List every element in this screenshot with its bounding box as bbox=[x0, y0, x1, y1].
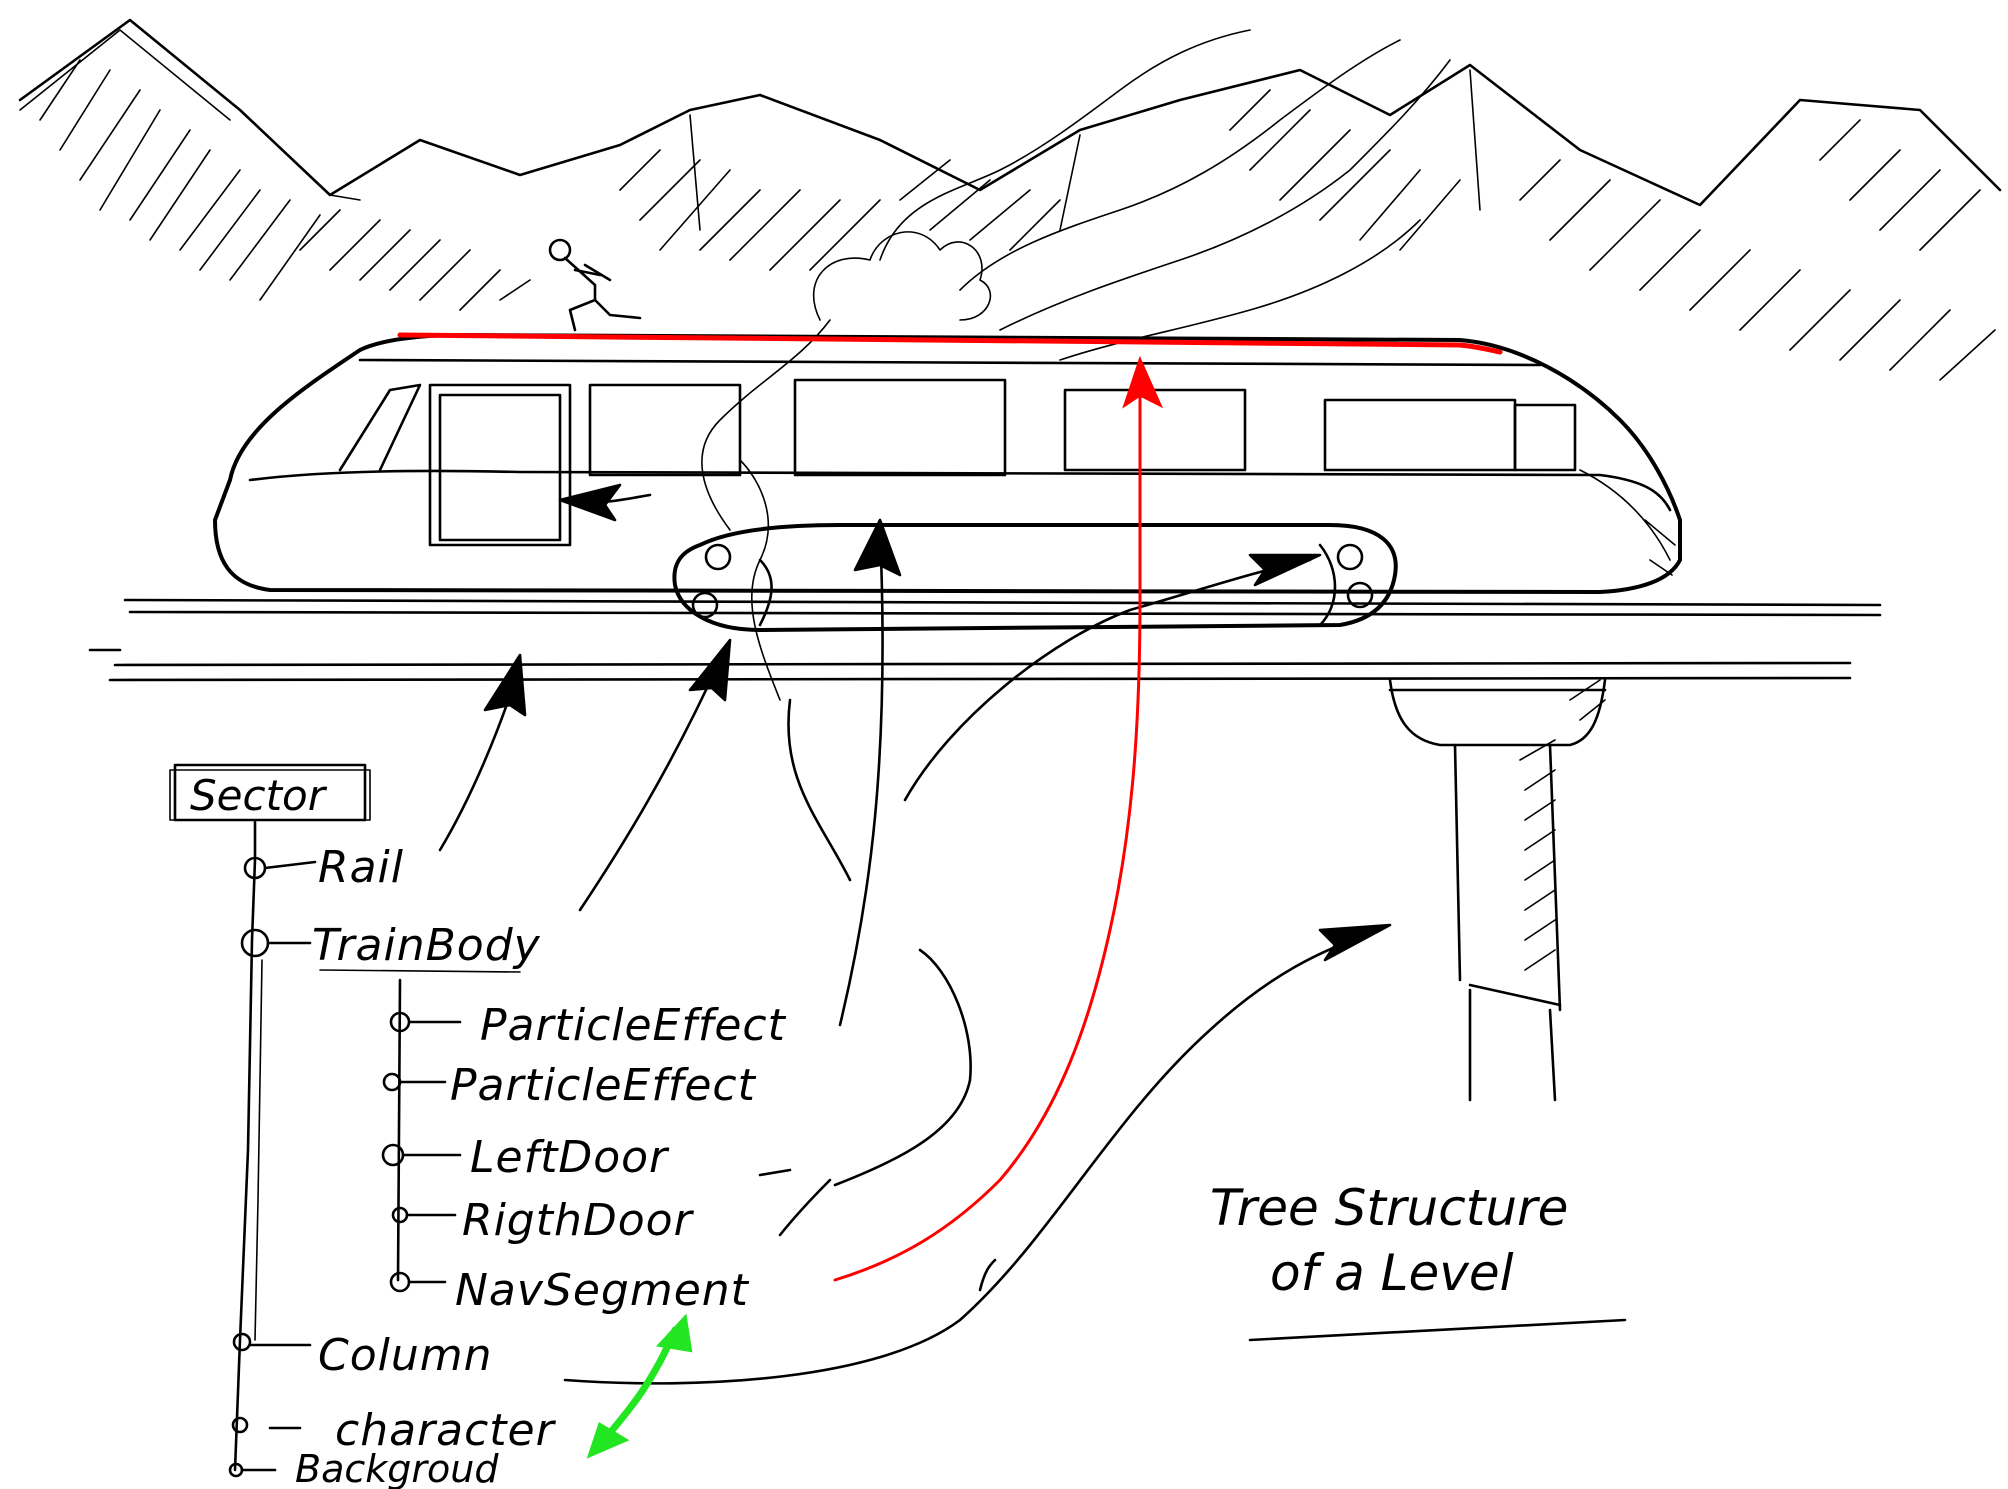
tree-structure: Sector Rail TrainBody ParticleEffect Par… bbox=[170, 765, 787, 1489]
tree-node-left-door: LeftDoor bbox=[470, 1132, 670, 1183]
tree-node-rail: Rail bbox=[318, 842, 404, 893]
title-line-2: of a Level bbox=[1270, 1244, 1514, 1302]
tree-node-nav-segment: NavSegment bbox=[455, 1265, 750, 1316]
tree-node-train-body: TrainBody bbox=[312, 920, 541, 971]
nav-segment-arrowhead bbox=[1125, 360, 1160, 405]
tree-node-particle-effect-2: ParticleEffect bbox=[450, 1060, 757, 1111]
green-arrowhead-bottom bbox=[590, 1425, 625, 1455]
nav-segment-arrow bbox=[835, 380, 1140, 1280]
root-label: Sector bbox=[190, 771, 328, 820]
column-sketch bbox=[1390, 680, 1605, 1100]
green-arrowhead-top bbox=[660, 1318, 690, 1350]
connector-arrows bbox=[440, 485, 1390, 1383]
tree-node-background: Backgroud bbox=[295, 1447, 499, 1489]
tree-node-column: Column bbox=[318, 1330, 493, 1381]
tree-node-particle-effect-1: ParticleEffect bbox=[480, 1000, 787, 1051]
diagram-title: Tree Structure of a Level bbox=[1210, 1179, 1625, 1340]
title-underline bbox=[1250, 1320, 1625, 1340]
tree-node-right-door: RigthDoor bbox=[462, 1195, 695, 1246]
mountains bbox=[20, 20, 2000, 380]
title-line-1: Tree Structure bbox=[1210, 1179, 1568, 1237]
character-figure bbox=[550, 240, 640, 330]
rail-sketch bbox=[90, 600, 1880, 680]
train-body-sketch bbox=[215, 240, 1680, 630]
